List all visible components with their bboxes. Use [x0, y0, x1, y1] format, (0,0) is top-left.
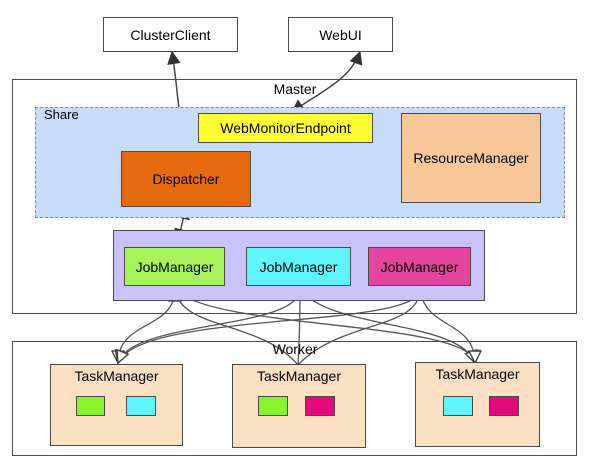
task-slot-cyan [443, 396, 473, 416]
master-label: Master [273, 81, 317, 97]
task-slot-pink [305, 396, 335, 416]
cluster-client-node: ClusterClient [103, 17, 238, 52]
task-slot-green [258, 396, 288, 416]
task-slot-pink [489, 396, 519, 416]
jobmanager-node-2: JobManager [246, 247, 351, 286]
worker-container [12, 341, 577, 456]
jobmanager-label: JobManager [380, 258, 459, 275]
taskmanager-label: TaskManager [256, 368, 342, 384]
worker-label: Worker [272, 341, 318, 357]
task-slot-green [76, 396, 105, 416]
taskmanager-label: TaskManager [435, 366, 520, 382]
taskmanager-node-3: TaskManager [415, 362, 540, 447]
webui-label: WebUI [319, 26, 362, 43]
jobmanager-node-3: JobManager [368, 247, 471, 286]
jobmanager-label: JobManager [135, 258, 214, 275]
cluster-client-label: ClusterClient [130, 26, 211, 43]
arrow-webui-webmonitor [290, 50, 363, 113]
webui-node: WebUI [288, 17, 393, 52]
share-label: Share [44, 107, 79, 122]
taskmanager-node-1: TaskManager [50, 364, 183, 446]
jobmanager-node-1: JobManager [124, 247, 225, 286]
taskmanager-node-2: TaskManager [232, 364, 366, 448]
resource-manager-node: ResourceManager [401, 113, 541, 203]
dispatcher-label: Dispatcher [152, 171, 220, 187]
master-container [12, 79, 577, 314]
web-monitor-endpoint-node: WebMonitorEndpoint [198, 113, 373, 143]
web-monitor-endpoint-label: WebMonitorEndpoint [220, 120, 351, 136]
task-slot-cyan [126, 396, 156, 416]
resource-manager-label: ResourceManager [413, 150, 529, 166]
taskmanager-label: TaskManager [74, 368, 159, 384]
dispatcher-node: Dispatcher [121, 151, 251, 207]
jobmanager-label: JobManager [259, 258, 338, 275]
